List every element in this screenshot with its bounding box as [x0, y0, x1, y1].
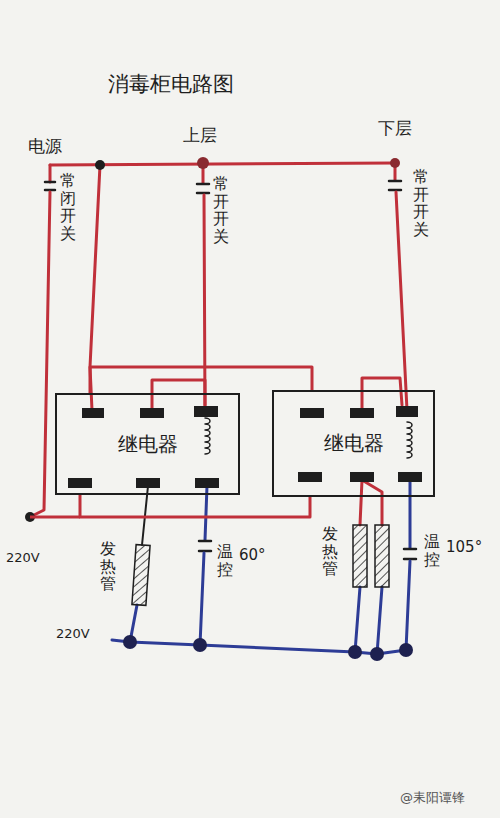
- relay-box: 继电器: [272, 390, 435, 497]
- nc-switch: [45, 182, 55, 190]
- relay-label: 继电器: [324, 430, 384, 457]
- jumper-wire: [152, 380, 205, 410]
- text-label: 下层: [378, 118, 412, 138]
- vertical-label: 温控: [217, 543, 233, 578]
- vertical-label: 发热管: [322, 525, 338, 578]
- relay-coil: [407, 422, 412, 458]
- text-label: 220V: [6, 550, 40, 566]
- text-label: 60°: [239, 546, 266, 564]
- thermostat-switch: [404, 549, 416, 559]
- text-label: 上层: [183, 125, 217, 145]
- relay-box: 继电器: [55, 393, 240, 495]
- text-label: 电源: [28, 136, 62, 156]
- relay-wire: [80, 495, 310, 517]
- heater-tube: [375, 525, 389, 587]
- text-label: 105°: [446, 538, 482, 556]
- vertical-label: 温控: [424, 533, 440, 568]
- heater-tube: [132, 545, 150, 606]
- vertical-label: 常开开关: [413, 168, 429, 238]
- no-switch: [389, 181, 401, 190]
- vertical-label: 发热管: [100, 540, 116, 593]
- relay-label: 继电器: [118, 431, 178, 458]
- jumper-wire: [362, 378, 402, 410]
- thermostat-switch: [199, 541, 211, 551]
- vertical-label: 常闭开关: [60, 172, 76, 242]
- heater-tube: [353, 525, 367, 587]
- text-label: 220V: [56, 626, 90, 642]
- text-label: @耒阳谭锋: [400, 790, 465, 806]
- diagram-title: 消毒柜电路图: [108, 72, 234, 97]
- relay-coil: [205, 418, 210, 454]
- vertical-label: 常开开关: [213, 175, 229, 245]
- junction-dots: [25, 157, 413, 661]
- relay-pins: [68, 406, 422, 488]
- no-switch: [197, 184, 209, 193]
- supply-wire: [30, 516, 80, 519]
